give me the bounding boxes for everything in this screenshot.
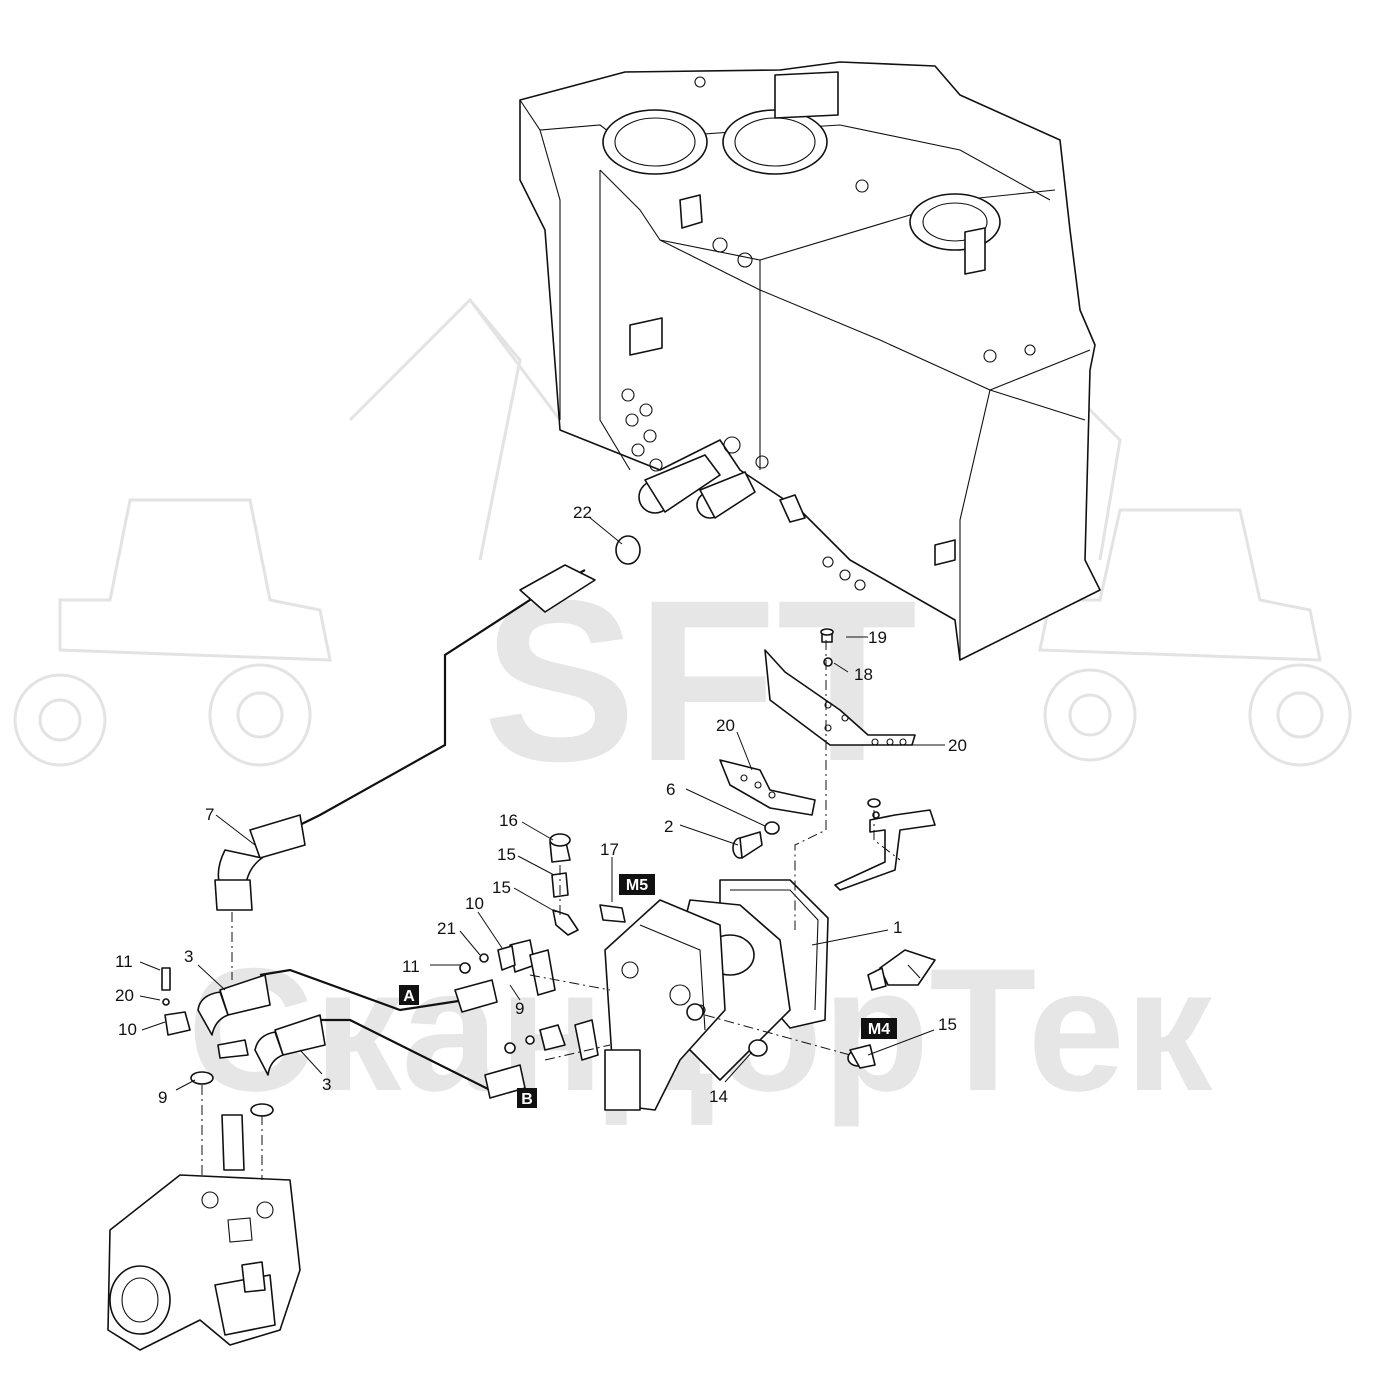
- callout-13: 15: [497, 845, 516, 864]
- hydraulic-motor-1: [604, 879, 829, 1111]
- callout-9-left: 9: [158, 1088, 167, 1107]
- callout-20-right: 21: [437, 919, 456, 938]
- bracket-right: [834, 798, 936, 891]
- flange-clamp-b: [504, 1019, 599, 1061]
- callout-18: 20: [948, 736, 967, 755]
- callout-17: 19: [868, 628, 887, 647]
- plug-15-m5: [599, 904, 626, 923]
- port-label-m4: M4: [861, 1018, 897, 1039]
- bolt-2: [732, 831, 763, 859]
- callout-6: 6: [666, 780, 675, 799]
- washer-16: [823, 657, 833, 667]
- port-label-a: A: [399, 985, 419, 1005]
- svg-text:A: A: [403, 988, 415, 1005]
- callout-10-right: 10: [465, 894, 484, 913]
- bracket-19: [719, 759, 816, 816]
- callout-10-left: 10: [118, 1020, 137, 1039]
- flange-clamp-a: [459, 939, 556, 996]
- callout-16: 18: [854, 665, 873, 684]
- port-label-b: B: [517, 1088, 537, 1108]
- callout-11-right: 11: [402, 957, 420, 976]
- callout-12: 15: [492, 878, 511, 897]
- watermark-tractor-left: [13, 297, 562, 767]
- port-label-m5: M5: [619, 874, 655, 895]
- callout-3-lower: 3: [322, 1075, 331, 1094]
- plug-15-bottom: [748, 1039, 768, 1057]
- callout-2: 2: [664, 817, 673, 836]
- flange-clamp-left: [161, 967, 249, 1059]
- hydraulic-pump: [107, 1114, 301, 1351]
- flange-ring-2: [722, 109, 828, 175]
- fitting-14: [549, 833, 571, 863]
- callout-15-m4: 15: [938, 1015, 957, 1034]
- callout-14: 16: [499, 811, 518, 830]
- callouts: 22 19 18 20 20 6 2 7 16 15 15 17 1 10 21…: [115, 503, 967, 1107]
- fitting-12: [552, 909, 579, 936]
- hose-7: [214, 535, 641, 911]
- adapter-22: [615, 535, 641, 565]
- plug-15-m4: [847, 1044, 876, 1069]
- chassis-frame: [519, 61, 1101, 661]
- washer-6: [764, 821, 780, 835]
- screw-17: [820, 628, 834, 643]
- bracket-plate-18: [764, 649, 916, 746]
- hose-3-lower: [254, 1014, 526, 1099]
- hose-3-upper: [197, 968, 498, 1036]
- callout-7: 7: [205, 805, 214, 824]
- callout-3-upper: 3: [184, 947, 193, 966]
- plug-21: [867, 949, 936, 991]
- callout-11-left: 11: [115, 952, 133, 971]
- centerlines: [201, 640, 901, 1180]
- callout-9-right: 9: [515, 999, 524, 1018]
- callout-20-left: 20: [115, 986, 134, 1005]
- callout-15-bottom: 14: [709, 1087, 728, 1106]
- svg-text:M4: M4: [868, 1021, 890, 1038]
- callout-15-m5: 17: [600, 840, 619, 859]
- callout-1: 1: [893, 918, 902, 937]
- svg-text:B: B: [521, 1091, 533, 1108]
- callout-22: 22: [573, 503, 592, 522]
- leader-lines: [139, 516, 945, 1091]
- flange-ring-1: [602, 109, 708, 175]
- svg-text:M5: M5: [626, 877, 648, 894]
- o-rings-9: [190, 1071, 274, 1117]
- callout-19: 20: [716, 716, 735, 735]
